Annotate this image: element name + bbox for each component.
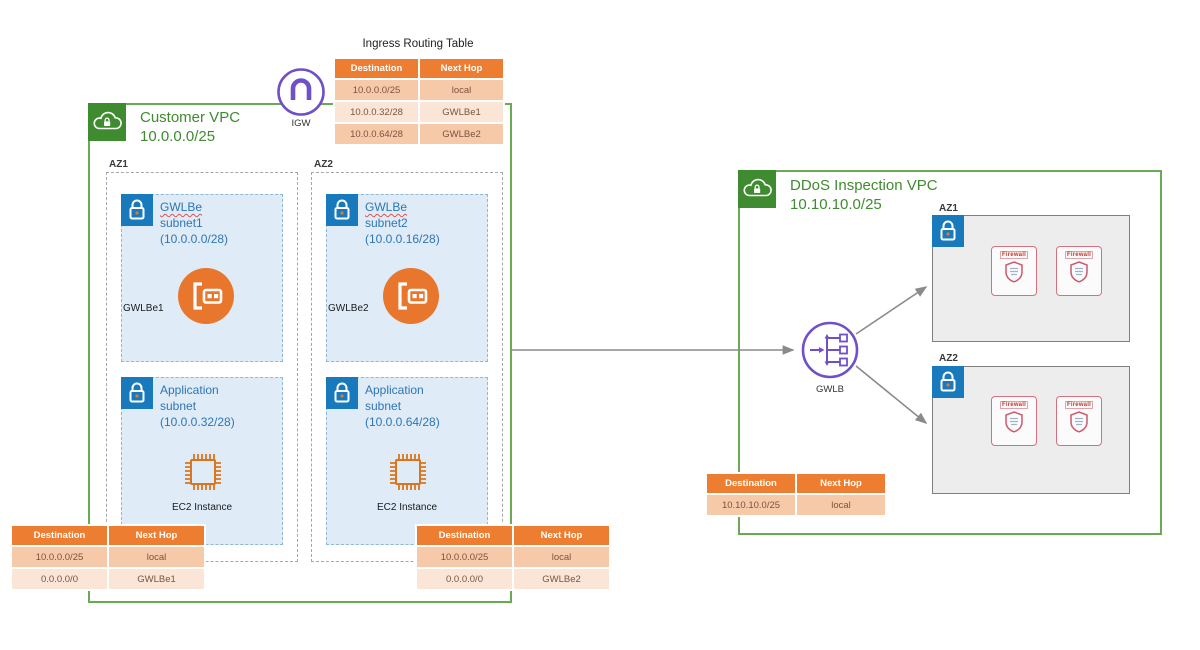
gwlbe-subnet1-label: GWLBe subnet1 (10.0.0.0/28) [160, 199, 228, 247]
app-subnet2-label: Application subnet (10.0.0.64/28) [365, 382, 440, 430]
rt-header-nexthop: Next Hop [514, 526, 609, 545]
rt-header-destination: Destination [417, 526, 512, 545]
subnet-cidr: (10.0.0.0/28) [160, 232, 229, 246]
arrow-gwlb-to-az2 [855, 365, 928, 425]
private-subnet-lock-icon [932, 366, 964, 398]
rt-cell: GWLBe1 [109, 569, 204, 589]
app-subnet1-label: Application subnet (10.0.0.32/28) [160, 382, 235, 430]
inspection-az2-label: AZ2 [939, 353, 958, 364]
vpc-icon [738, 170, 776, 208]
ingress-route-table: Destination Next Hop 10.0.0.0/25 local 1… [333, 57, 505, 146]
firewall-appliance-icon: Firewall [991, 396, 1037, 446]
subnet-name-line1: Application [160, 383, 219, 397]
rt-header-nexthop: Next Hop [797, 474, 885, 493]
private-subnet-lock-icon [121, 377, 153, 409]
rt-cell: GWLBe2 [514, 569, 609, 589]
shield-icon [1070, 411, 1088, 433]
customer-az2-box [311, 172, 503, 562]
subnet-name-line2: subnet2 [365, 216, 408, 230]
rt-cell: local [514, 547, 609, 567]
ingress-table-title: Ingress Routing Table [362, 38, 474, 50]
rt-cell: 0.0.0.0/0 [417, 569, 512, 589]
rt-cell: local [109, 547, 204, 567]
shield-icon [1005, 261, 1023, 283]
igw-label: IGW [291, 118, 311, 129]
rt-cell: 10.0.0.0/25 [12, 547, 107, 567]
customer-vpc-name: Customer VPC [140, 109, 241, 126]
rt-cell: local [797, 495, 885, 515]
subnet-name-line2: subnet [160, 399, 197, 413]
customer-vpc-title: Customer VPC 10.0.0.0/25 [140, 108, 240, 146]
firewall-appliance-label: Firewall [1065, 401, 1093, 409]
customer-az2-label: AZ2 [314, 159, 333, 170]
az1-route-table: Destination Next Hop 10.0.0.0/25 local 0… [10, 524, 206, 591]
rt-cell: local [420, 80, 503, 100]
inspection-vpc-title: DDoS Inspection VPC 10.10.10.0/25 [790, 176, 938, 214]
private-subnet-lock-icon [326, 194, 358, 226]
subnet-name-line1: GWLBe [160, 200, 203, 214]
rt-cell: 10.0.0.0/25 [417, 547, 512, 567]
gwlbe1-label: GWLBe1 [123, 303, 164, 314]
igw-icon [276, 67, 326, 122]
gwlbe2-endpoint-icon [382, 267, 440, 330]
subnet-name-line1: Application [365, 383, 424, 397]
arrow-gwlb-to-az1 [855, 286, 928, 335]
inspection-vpc-name: DDoS Inspection VPC [790, 177, 938, 194]
rt-header-nexthop: Next Hop [420, 59, 503, 78]
ec2-instance-label: EC2 Instance [171, 502, 233, 513]
gwlbe-subnet2-label: GWLBe subnet2 (10.0.0.16/28) [365, 199, 440, 247]
ec2-instance-icon [180, 449, 226, 500]
inspection-vpc-cidr: 10.10.10.0/25 [790, 196, 882, 213]
shield-icon [1005, 411, 1023, 433]
firewall-appliance-icon: Firewall [1056, 246, 1102, 296]
subnet-cidr: (10.0.0.32/28) [160, 415, 235, 429]
rt-cell: GWLBe1 [420, 102, 503, 122]
inspection-route-table: Destination Next Hop 10.10.10.0/25 local [705, 472, 887, 517]
subnet-cidr: (10.0.0.64/28) [365, 415, 440, 429]
gwlb-icon [800, 320, 860, 385]
inspection-az1-label: AZ1 [939, 203, 958, 214]
firewall-appliance-label: Firewall [1065, 251, 1093, 259]
shield-icon [1070, 261, 1088, 283]
subnet-name-line1: GWLBe [365, 200, 408, 214]
customer-vpc-cidr: 10.0.0.0/25 [140, 128, 216, 145]
inspection-vpc-box [738, 170, 1162, 535]
subnet-name-line2: subnet [365, 399, 402, 413]
ec2-instance-label: EC2 Instance [376, 502, 438, 513]
firewall-appliance-label: Firewall [1000, 401, 1028, 409]
rt-cell: 10.10.10.0/25 [707, 495, 795, 515]
cloud-lock-icon [93, 111, 122, 130]
rt-header-destination: Destination [707, 474, 795, 493]
private-subnet-lock-icon [121, 194, 153, 226]
rt-cell: GWLBe2 [420, 124, 503, 144]
firewall-appliance-icon: Firewall [991, 246, 1037, 296]
gwlbe2-label: GWLBe2 [328, 303, 369, 314]
vpc-icon [88, 103, 126, 141]
rt-cell: 10.0.0.64/28 [335, 124, 418, 144]
rt-header-nexthop: Next Hop [109, 526, 204, 545]
private-subnet-lock-icon [932, 215, 964, 247]
az2-route-table: Destination Next Hop 10.0.0.0/25 local 0… [415, 524, 611, 591]
rt-cell: 0.0.0.0/0 [12, 569, 107, 589]
firewall-appliance-label: Firewall [1000, 251, 1028, 259]
rt-header-destination: Destination [335, 59, 418, 78]
firewall-appliance-icon: Firewall [1056, 396, 1102, 446]
ec2-instance-icon [385, 449, 431, 500]
subnet-cidr: (10.0.0.16/28) [365, 232, 440, 246]
rt-cell: 10.0.0.0/25 [335, 80, 418, 100]
customer-az1-label: AZ1 [109, 159, 128, 170]
gwlb-label: GWLB [816, 384, 844, 395]
rt-cell: 10.0.0.32/28 [335, 102, 418, 122]
gwlbe1-endpoint-icon [177, 267, 235, 330]
private-subnet-lock-icon [326, 377, 358, 409]
subnet-name-line2: subnet1 [160, 216, 203, 230]
rt-header-destination: Destination [12, 526, 107, 545]
